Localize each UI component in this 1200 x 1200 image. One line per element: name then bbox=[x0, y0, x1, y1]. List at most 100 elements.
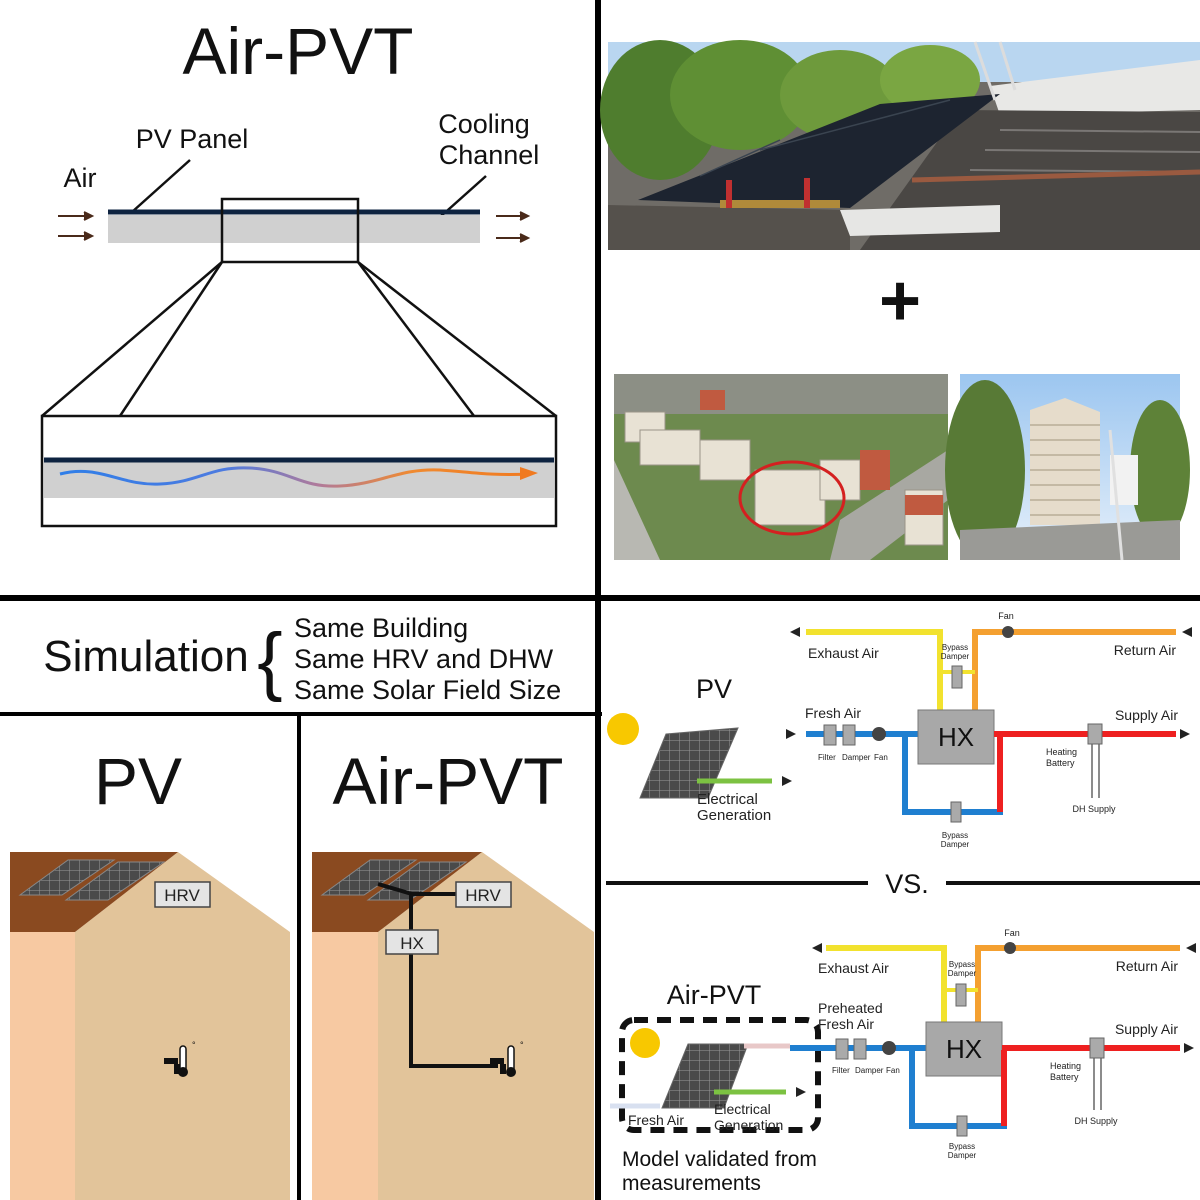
pvt-bypass-bot-1: Bypass bbox=[949, 1142, 975, 1151]
pv-bypass-bot-1: Bypass bbox=[942, 831, 968, 840]
pvt-return-duct bbox=[975, 945, 1180, 1026]
pv-building-title: PV bbox=[94, 744, 182, 818]
vs-divider: VS. bbox=[606, 869, 1200, 899]
pv-return-label: Return Air bbox=[1114, 642, 1177, 658]
condition-same-building: Same Building bbox=[294, 613, 468, 643]
simulation-conditions: Simulation { Same Building Same HRV and … bbox=[43, 613, 561, 705]
aerial-photo bbox=[614, 374, 948, 560]
roof-photo bbox=[600, 40, 1200, 250]
pvt-panel-icon bbox=[661, 1043, 749, 1109]
pvt-roof-panel-1 bbox=[320, 859, 418, 896]
pvt-tap-thermometer-icon: ° bbox=[490, 1040, 524, 1077]
pvt-bypass-bot-2: Damper bbox=[948, 1151, 977, 1160]
pv-heating-label-2: Battery bbox=[1046, 758, 1075, 768]
pvt-return-label: Return Air bbox=[1116, 958, 1179, 974]
pvt-hx-label: HX bbox=[400, 934, 424, 953]
simulation-label: Simulation bbox=[43, 632, 248, 681]
pv-fresh-label: Fresh Air bbox=[805, 705, 861, 721]
pvt-hrv-box bbox=[455, 881, 512, 908]
pvt-hrv-label: HRV bbox=[465, 886, 501, 905]
airflow-arrowhead bbox=[520, 467, 538, 480]
pv-hrv-box bbox=[154, 881, 211, 908]
pv-schematic-title: PV bbox=[696, 674, 732, 704]
pv-dh-supply-label: DH Supply bbox=[1072, 804, 1116, 814]
condition-same-hrv-dhw: Same HRV and DHW bbox=[294, 644, 554, 674]
pvt-preheated-label-2: Fresh Air bbox=[818, 1016, 874, 1032]
pv-filter-label: Filter bbox=[818, 753, 836, 762]
pv-bypass-top-1: Bypass bbox=[942, 643, 968, 652]
pv-roof-panel-2 bbox=[64, 861, 166, 901]
building-highlight-circle bbox=[738, 460, 846, 536]
pv-wall-side bbox=[75, 852, 290, 1200]
pvt-preheated-label-1: Preheated bbox=[818, 1000, 883, 1016]
pvt-exhaust-label: Exhaust Air bbox=[818, 960, 889, 976]
airflow-wave bbox=[59, 466, 531, 488]
pv-roof-panel-1 bbox=[18, 859, 116, 896]
pvt-filter-label: Filter bbox=[832, 1066, 850, 1075]
cooling-label-line1: Cooling bbox=[438, 109, 530, 139]
pvt-dh-supply-label: DH Supply bbox=[1074, 1116, 1118, 1126]
pv-panel-icon bbox=[639, 727, 739, 799]
pv-exhaust-label: Exhaust Air bbox=[808, 645, 879, 661]
pv-hrv-label: HRV bbox=[164, 886, 200, 905]
pv-building-panel: PV HRV ° bbox=[10, 744, 290, 1200]
pvt-bypass-top-1: Bypass bbox=[949, 960, 975, 969]
pv-exhaust-duct bbox=[806, 629, 943, 712]
pv-return-duct bbox=[972, 629, 1176, 712]
pvt-hx-label: HX bbox=[946, 1034, 982, 1064]
pv-hx-label: HX bbox=[938, 722, 974, 752]
pv-supply-label: Supply Air bbox=[1115, 707, 1178, 723]
pvt-fan-label: Fan bbox=[886, 1066, 900, 1075]
pvt-heating-label-1: Heating bbox=[1050, 1061, 1081, 1071]
validated-label-1: Model validated from bbox=[622, 1148, 817, 1171]
pvt-heating-label-2: Battery bbox=[1050, 1072, 1079, 1082]
pv-hrv-schematic: PV Electrical Generation Exhaust Air Ret… bbox=[607, 611, 1192, 849]
airpvt-hrv-schematic: Air-PVT Fresh Air Electrical Generation … bbox=[610, 928, 1196, 1195]
pv-wall-front bbox=[10, 932, 75, 1200]
airpvt-concept-title: Air-PVT bbox=[183, 14, 414, 88]
pvt-roof-panel-2 bbox=[366, 861, 468, 901]
pv-bypass-bot-2: Damper bbox=[941, 840, 970, 849]
condition-same-solar-field: Same Solar Field Size bbox=[294, 675, 561, 705]
pv-hx-box bbox=[917, 709, 995, 765]
pvt-bypass-top-2: Damper bbox=[948, 969, 977, 978]
pvt-supply-label: Supply Air bbox=[1115, 1021, 1178, 1037]
zoom-box bbox=[220, 197, 360, 264]
pv-fan-label: Fan bbox=[874, 753, 888, 762]
pv-panel-leader bbox=[131, 159, 191, 213]
air-inlet-arrows bbox=[58, 211, 95, 241]
pv-panel-label: PV Panel bbox=[136, 124, 249, 154]
pv-tap-thermometer-icon: ° bbox=[164, 1040, 196, 1077]
airpvt-building-title: Air-PVT bbox=[333, 744, 564, 818]
air-outlet-arrows bbox=[496, 211, 531, 243]
pv-bypass-top-2: Damper bbox=[941, 652, 970, 661]
pvt-schematic-title: Air-PVT bbox=[667, 980, 762, 1010]
pv-damper-label: Damper bbox=[842, 753, 871, 762]
pvt-sun-icon bbox=[630, 1028, 660, 1058]
pv-heating-label-1: Heating bbox=[1046, 747, 1077, 757]
pvt-system-boundary bbox=[619, 1017, 821, 1133]
pvt-exhaust-duct bbox=[826, 945, 947, 1026]
street-photo bbox=[945, 374, 1190, 561]
cooling-channel bbox=[108, 215, 480, 243]
pv-fan-top-label: Fan bbox=[998, 611, 1014, 621]
svg-text:°: ° bbox=[192, 1040, 196, 1050]
validated-label-2: measurements bbox=[622, 1172, 761, 1195]
air-label: Air bbox=[64, 163, 97, 193]
pvt-hx-box bbox=[385, 929, 439, 955]
pvt-elec-label-1: Electrical bbox=[714, 1101, 771, 1117]
airpvt-building-panel: Air-PVT HRV HX ° bbox=[312, 744, 594, 1200]
pvt-damper-label: Damper bbox=[855, 1066, 884, 1075]
brace-glyph: { bbox=[257, 618, 282, 703]
cooling-label-line2: Channel bbox=[439, 140, 540, 170]
pvt-elec-label-2: Generation bbox=[714, 1117, 783, 1133]
pvt-wall-front bbox=[312, 932, 378, 1200]
vs-label: VS. bbox=[885, 869, 929, 899]
pv-elec-label-1: Electrical bbox=[697, 791, 758, 808]
pvt-hx-box bbox=[925, 1021, 1003, 1077]
plus-sign: + bbox=[879, 261, 921, 341]
pvt-fan-top-label: Fan bbox=[1004, 928, 1020, 938]
pvt-fresh-air-label: Fresh Air bbox=[628, 1112, 684, 1128]
